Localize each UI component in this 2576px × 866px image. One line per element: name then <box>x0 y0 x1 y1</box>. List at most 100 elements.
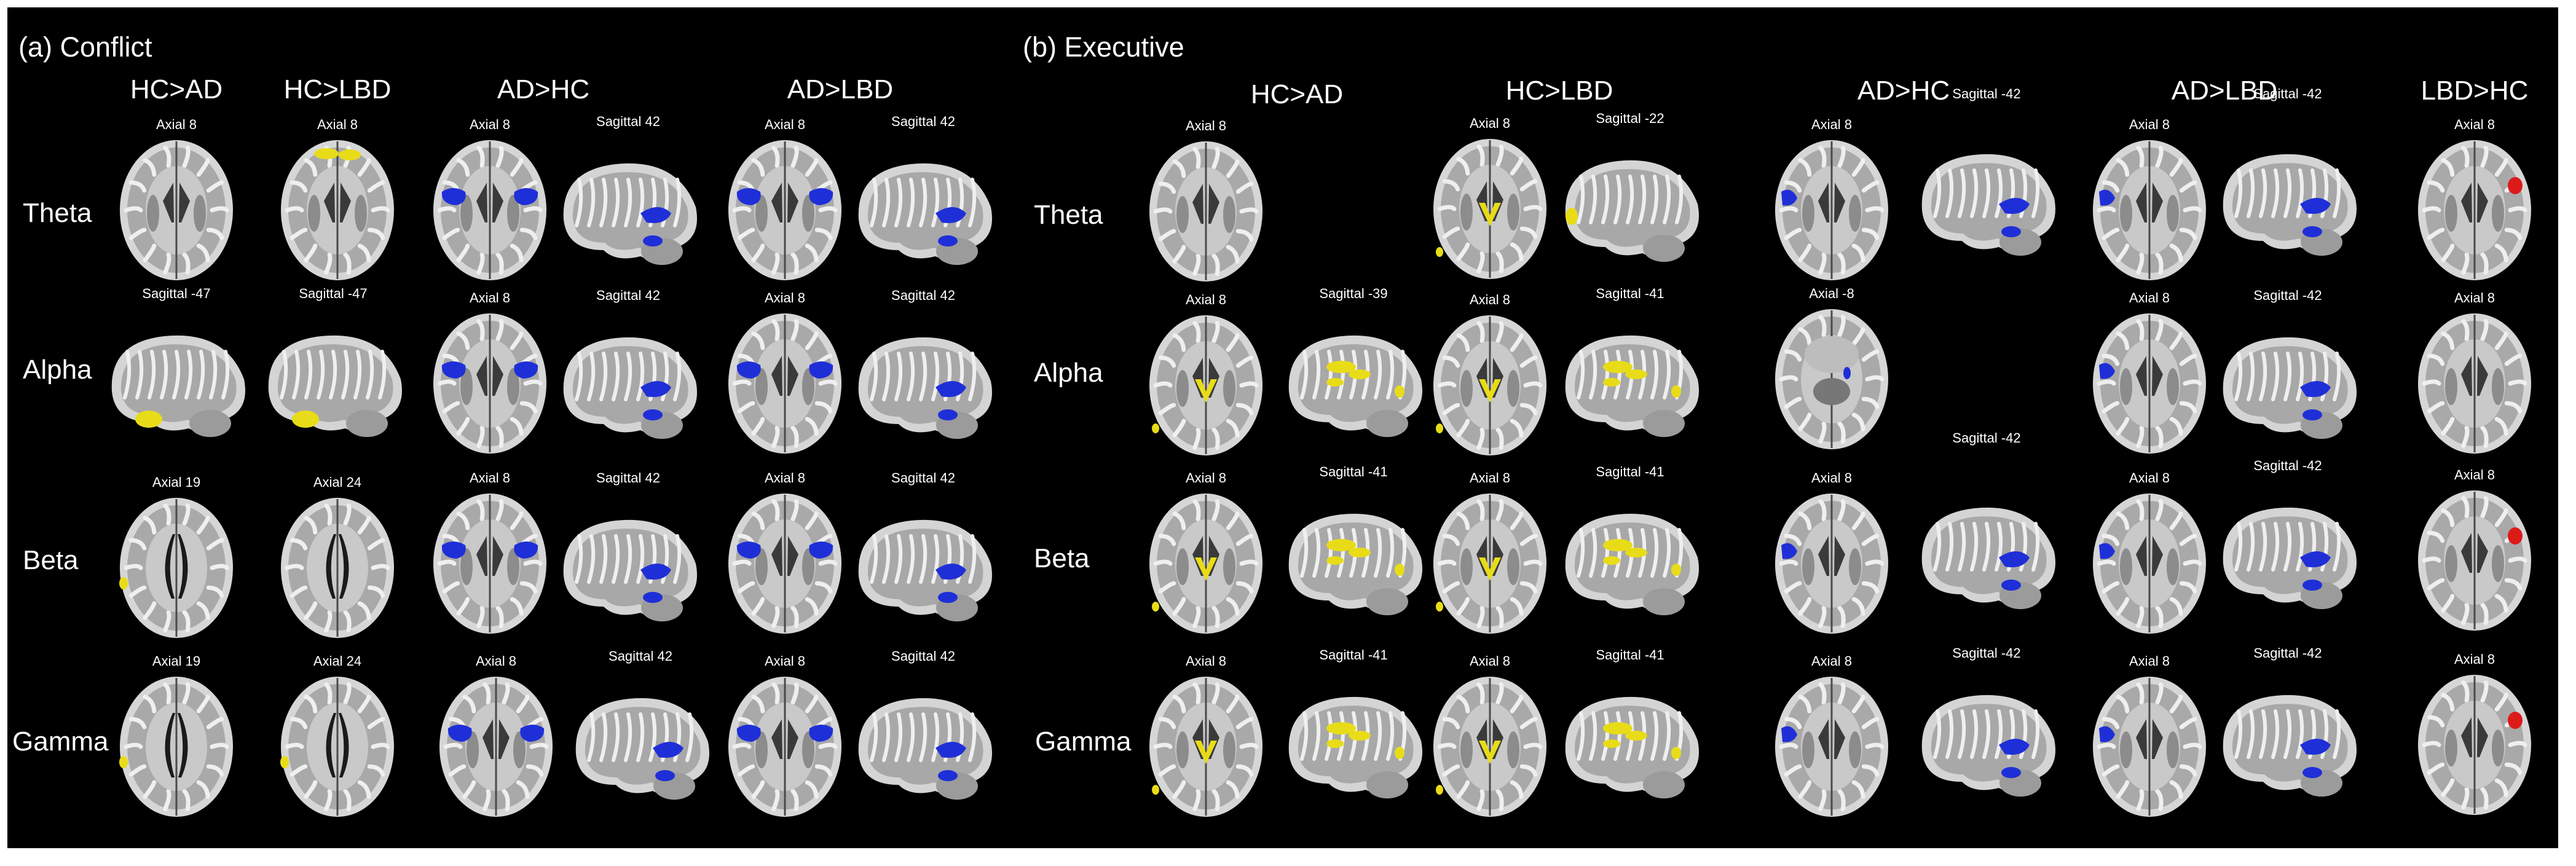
slice-label: Axial 8 <box>2129 117 2170 132</box>
blue-activation-cluster <box>2300 198 2331 237</box>
slice-label: Axial 8 <box>1469 653 1511 669</box>
yellow-activation-cluster <box>1326 722 1404 759</box>
slice-label: Sagittal 42 <box>891 648 955 664</box>
sagittal-brain-slice <box>2223 507 2357 609</box>
sagittal-brain-slice <box>1288 513 1422 615</box>
axial-brain-slice <box>2093 313 2206 454</box>
axial-brain-slice <box>728 313 841 454</box>
slice-label: Axial 8 <box>1185 118 1227 133</box>
slice-label: Axial 8 <box>2129 290 2170 305</box>
slice-label: Axial 8 <box>1469 292 1511 307</box>
slice-label: Axial 8 <box>764 290 806 305</box>
slice-label: Sagittal 42 <box>609 648 672 664</box>
sagittal-brain-slice <box>268 335 402 437</box>
axial-brain-slice <box>1149 677 1262 817</box>
axial-brain-slice <box>119 677 233 817</box>
sagittal-brain-slice <box>2223 695 2357 797</box>
slice-label: Sagittal -42 <box>2253 645 2322 661</box>
sagittal-brain-slice <box>858 698 992 800</box>
slice-label: Axial 8 <box>1811 653 1853 669</box>
sagittal-brain-slice <box>563 337 697 439</box>
sagittal-brain-slice <box>1565 160 1699 262</box>
slice-label: Axial 8 <box>469 290 511 305</box>
panel-b-title: (b) Executive <box>1023 31 1184 63</box>
axial-brain-slice <box>1149 315 1262 455</box>
slice-label: Axial 8 <box>1185 653 1227 669</box>
row-label-a-theta: Theta <box>23 198 92 228</box>
axial-brain-slice <box>1433 494 1546 634</box>
blue-activation-cluster <box>736 725 833 742</box>
figure-panel: (a) Conflict (b) Executive HC>AD HC>LBD … <box>7 7 2558 848</box>
axial-brain-slice <box>1433 315 1546 455</box>
slice-label: Axial 19 <box>152 653 201 669</box>
axial-brain-slice <box>281 498 394 638</box>
sagittal-brain-slice <box>111 335 245 437</box>
slice-label: Axial 8 <box>156 117 197 132</box>
sagittal-brain-slice <box>1288 335 1422 437</box>
col-header-b-lbd-hc: LBD>HC <box>2420 76 2529 106</box>
sagittal-brain-slice <box>2223 337 2357 439</box>
row-label-a-alpha: Alpha <box>23 355 92 385</box>
sagittal-brain-slice <box>563 163 697 265</box>
slice-label: Axial 19 <box>152 474 201 490</box>
axial-brain-slice <box>2418 313 2531 454</box>
blue-activation-cluster <box>441 361 538 379</box>
yellow-activation-cluster <box>1326 361 1404 398</box>
blue-activation-cluster <box>935 742 966 781</box>
yellow-activation-cluster <box>292 411 319 428</box>
slice-label: Axial 8 <box>1469 470 1511 486</box>
yellow-activation-cluster <box>1436 203 1501 257</box>
blue-activation-cluster <box>1843 367 1851 379</box>
slice-label: Axial 8 <box>2129 653 2170 669</box>
axial-brain-slice <box>2093 494 2206 634</box>
blue-activation-cluster <box>2099 726 2115 742</box>
col-header-a-hc-ad: HC>AD <box>130 74 223 104</box>
slice-label: Axial 8 <box>1811 470 1853 486</box>
axial-brain-slice <box>2418 675 2531 815</box>
axial-brain-slice <box>1149 494 1262 634</box>
slice-label: Sagittal 42 <box>891 470 955 486</box>
axial-brain-slice <box>1775 494 1888 634</box>
axial-brain-slice <box>119 498 233 638</box>
sagittal-brain-slice <box>1921 507 2055 609</box>
slice-label: Axial 8 <box>1469 116 1511 131</box>
axial-brain-slice <box>2418 490 2531 631</box>
sagittal-brain-slice <box>858 163 992 265</box>
slice-label: Sagittal 42 <box>596 288 660 303</box>
axial-brain-slice <box>120 140 233 280</box>
col-header-b-hc-ad: HC>AD <box>1250 79 1344 109</box>
axial-brain-slice <box>1775 309 1888 449</box>
sagittal-brain-slice <box>1565 513 1699 615</box>
blue-activation-cluster <box>2099 363 2115 379</box>
slice-label: Axial 8 <box>317 117 358 132</box>
axial-brain-slice <box>2093 140 2206 280</box>
sagittal-brain-slice <box>563 519 697 621</box>
blue-activation-cluster <box>1781 189 1797 206</box>
slice-label: Axial -8 <box>1809 286 1854 301</box>
blue-activation-cluster <box>447 725 545 742</box>
slice-label: Axial 8 <box>1811 117 1853 132</box>
slice-label: Sagittal -41 <box>1319 647 1388 663</box>
blue-activation-cluster <box>2099 543 2115 559</box>
yellow-activation-cluster <box>1152 557 1217 612</box>
blue-activation-cluster <box>653 742 683 781</box>
row-label-b-beta: Beta <box>1034 543 1090 573</box>
blue-activation-cluster <box>2300 551 2331 591</box>
panel-a-title: (a) Conflict <box>18 31 152 63</box>
sagittal-brain-slice <box>1921 154 2055 256</box>
slice-label: Sagittal -47 <box>299 286 368 301</box>
col-header-b-hc-lbd: HC>LBD <box>1505 76 1613 106</box>
sagittal-brain-slice <box>858 519 992 621</box>
axial-brain-slice <box>728 677 841 817</box>
slice-label: Sagittal -42 <box>1952 430 2021 446</box>
slice-label: Axial 8 <box>1185 292 1227 307</box>
slice-label: Sagittal -22 <box>1596 111 1664 126</box>
axial-brain-slice <box>1433 677 1546 817</box>
yellow-activation-cluster <box>1603 722 1681 759</box>
axial-brain-slice <box>1775 677 1888 817</box>
slice-label: Axial 8 <box>475 653 517 669</box>
axial-brain-slice <box>728 494 841 634</box>
axial-brain-slice <box>281 140 394 280</box>
sagittal-brain-slice <box>1921 695 2055 797</box>
yellow-activation-cluster <box>119 577 128 589</box>
